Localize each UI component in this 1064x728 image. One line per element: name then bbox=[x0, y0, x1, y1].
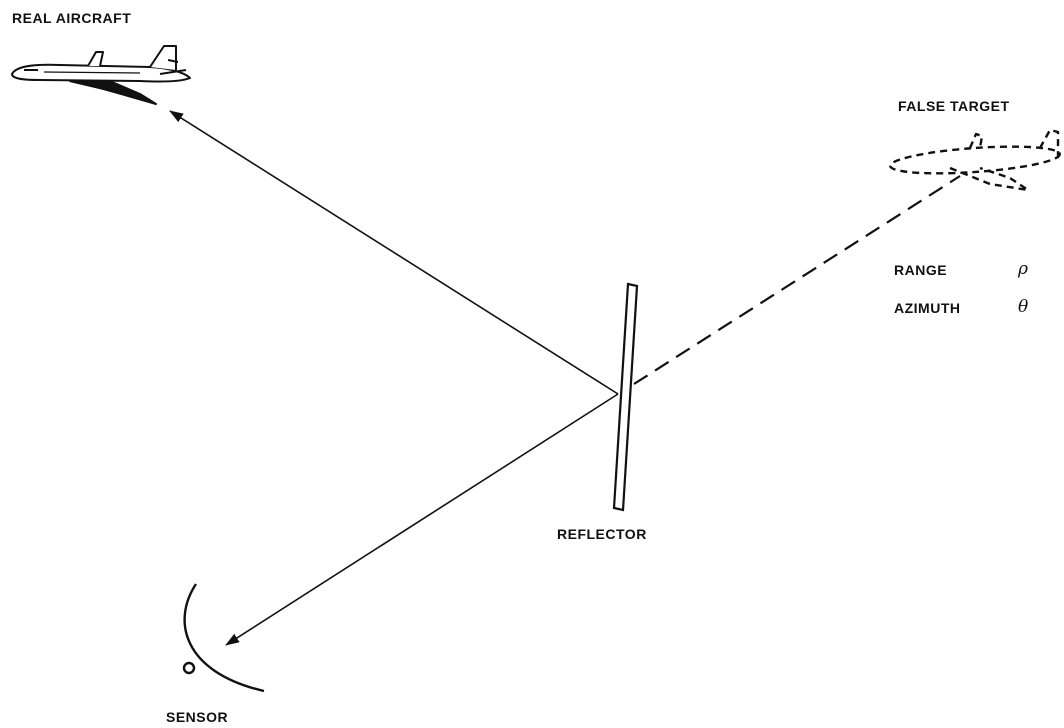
range-symbol: ρ bbox=[1018, 259, 1028, 279]
sensor-dish-icon bbox=[182, 583, 265, 693]
azimuth-label: AZIMUTH bbox=[894, 300, 961, 316]
reflector-label: REFLECTOR bbox=[557, 526, 647, 542]
real-aircraft-label: REAL AIRCRAFT bbox=[12, 10, 132, 26]
reflector-panel bbox=[612, 282, 639, 512]
false-target-label: FALSE TARGET bbox=[898, 98, 1010, 114]
reflected-ray-arrow bbox=[169, 110, 619, 395]
sensor-label: SENSOR bbox=[166, 709, 229, 725]
range-label: RANGE bbox=[894, 262, 948, 278]
apparent-ray-dashed bbox=[633, 175, 961, 385]
real-aircraft-icon bbox=[11, 45, 191, 105]
incident-ray-arrow bbox=[225, 393, 619, 646]
azimuth-symbol: θ bbox=[1018, 297, 1029, 317]
false-target-icon bbox=[889, 128, 1061, 192]
